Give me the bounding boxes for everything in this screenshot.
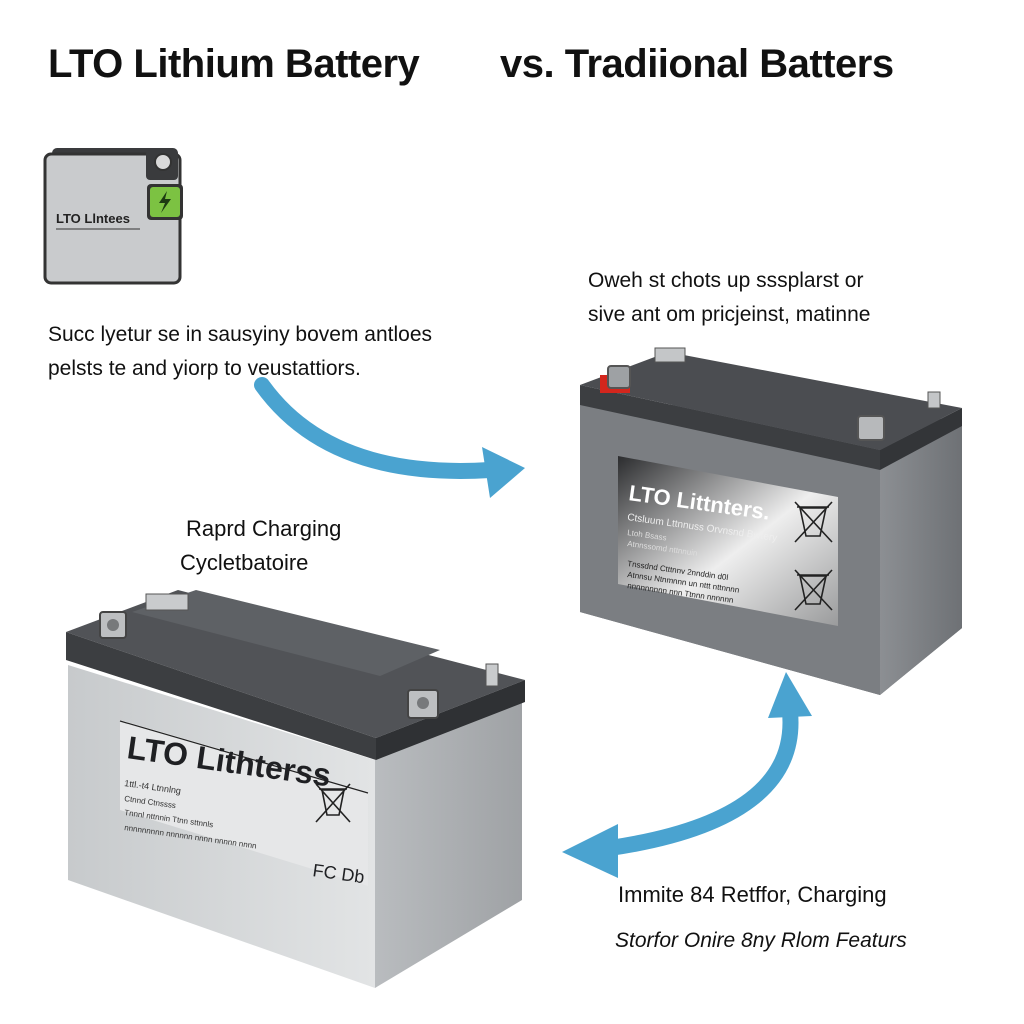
icon-card-label: LTO Llntees [56, 211, 130, 226]
title-right: vs. Tradiional Batters [500, 42, 894, 86]
curved-arrow-icon [254, 377, 525, 498]
curved-arrow-icon [562, 672, 812, 878]
feature-bottom-line-1: Immite 84 Retffor, Charging [618, 882, 887, 907]
recycle-bin-crossed-icon [315, 783, 351, 823]
battery-card-icon: LTO Llntees [43, 148, 183, 285]
left-description: Succ lyetur se in sausyiny bovem antloes… [48, 318, 432, 386]
recycle-bin-crossed-icon [794, 569, 833, 611]
right-description: Oweh st chots up sssplarst or sive ant o… [588, 264, 870, 332]
battery-left: LTO Lithterss 1ttl.-t4 Ltnnlng Ctnnd Ctn… [66, 590, 525, 988]
left-description-line-1: Succ lyetur se in sausyiny bovem antloes [48, 323, 433, 346]
recycle-bin-crossed-icon [794, 501, 833, 543]
right-description-line-2: sive ant om pricjeinst, matinne [588, 303, 871, 326]
feature-rapid-charging: Raprd Charging [186, 516, 342, 541]
battery-right: LTO Littnters. Ctsluum Lttnnuss Orvnsnd … [580, 347, 962, 695]
feature-bottom-line-2: Storfor Onire 8ny Rlom Featurs [615, 929, 907, 952]
right-description-line-1: Oweh st chots up sssplarst or [588, 269, 864, 292]
feature-cycle: Cycletbatoire [180, 550, 309, 575]
title-left: LTO Lithium Battery [48, 42, 420, 86]
left-description-line-2: pelsts te and yiorp to veustattiors. [48, 357, 361, 380]
